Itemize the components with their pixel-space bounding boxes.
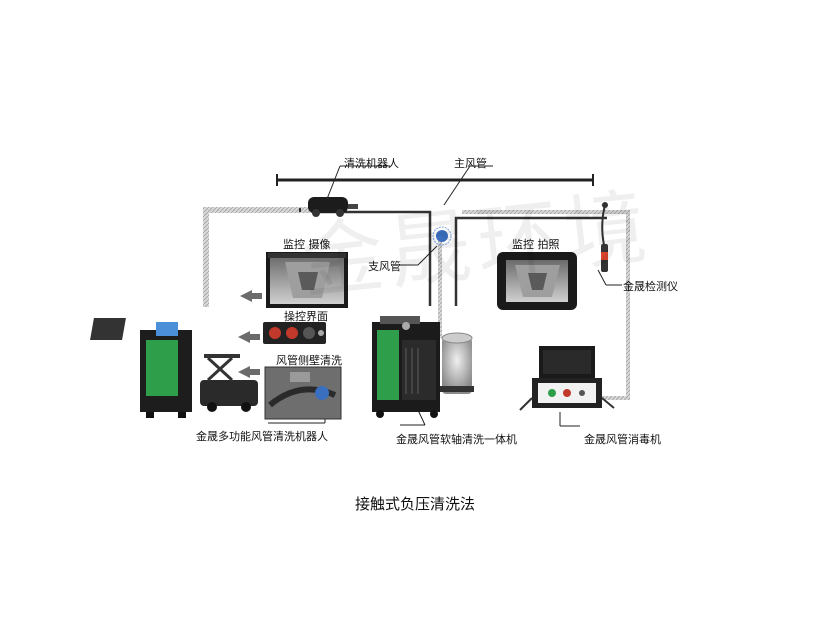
monitor-camera-screen <box>266 252 348 308</box>
label-control-interface: 操控界面 <box>284 310 328 323</box>
label-duct-side-wall-cleaning: 风管侧壁清洗 <box>276 354 342 367</box>
label-disinfection-machine: 金晟风管消毒机 <box>584 433 661 446</box>
arrow-right-icon <box>238 331 260 343</box>
robot-control-cabinet <box>90 318 192 418</box>
main-duct <box>276 174 594 186</box>
figure-caption: 接触式负压清洗法 <box>354 495 475 513</box>
label-monitor-camera: 监控 摄像 <box>283 238 331 251</box>
monitor-photo-screen <box>497 252 577 310</box>
label-soft-shaft-machine: 金晟风管软轴清洗一体机 <box>396 433 517 446</box>
branch-duct <box>299 208 607 306</box>
label-cleaning-robot: 清洗机器人 <box>344 157 399 170</box>
label-branch-duct: 支风管 <box>368 260 401 273</box>
detector-probe <box>601 202 608 272</box>
label-main-duct: 主风管 <box>454 157 487 170</box>
arrow-right-icon <box>238 366 260 378</box>
left-hose-pipe <box>203 207 313 307</box>
brush-head <box>432 226 452 246</box>
label-detector: 金晟检测仪 <box>623 280 678 293</box>
control-interface-panel <box>263 322 326 344</box>
cleaning-robot-in-duct <box>308 197 358 217</box>
soft-shaft-machine <box>372 316 440 418</box>
soft-shaft-pipe <box>438 238 442 338</box>
vacuum-tank <box>440 332 474 394</box>
arrows <box>238 290 262 378</box>
label-multi-robot: 金晟多功能风管清洗机器人 <box>196 430 328 443</box>
disinfection-machine <box>519 346 615 411</box>
crawler-robot <box>200 354 258 412</box>
right-hose-pipe <box>462 210 630 400</box>
label-monitor-photo: 监控 拍照 <box>512 238 560 251</box>
side-wall-cleaning-photo <box>264 366 342 420</box>
leader-lines <box>268 165 622 427</box>
arrow-right-icon <box>240 290 262 302</box>
